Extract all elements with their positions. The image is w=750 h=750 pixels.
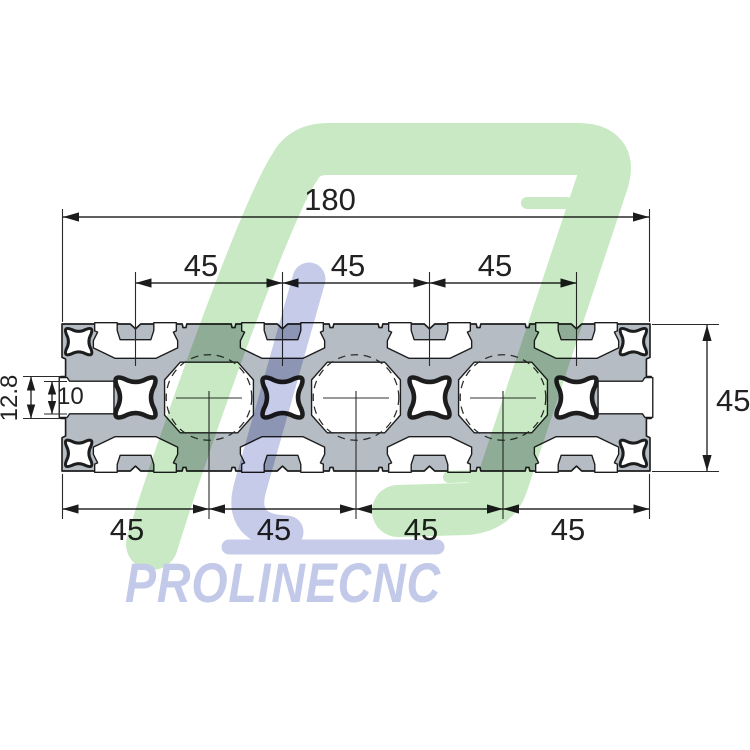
dim-label-10: 10 [57,383,84,410]
logo-blue-stroke [231,262,326,549]
dim-label-top-45-1: 45 [184,248,218,283]
corner-screw-cavity [618,326,649,357]
dim-label-12-8: 12.8 [0,375,23,422]
screw-channel-cavity [115,377,155,417]
dimension-end-slot-opening: 10 [44,380,84,415]
arrowhead-right [633,212,649,222]
end-slot-channel-right [596,375,655,420]
dim-label-top-45-3: 45 [478,248,512,283]
dimension-top-pitch: 45 45 45 [134,248,578,366]
dim-label-height-45: 45 [716,383,750,418]
corner-screw-cavity [63,438,94,469]
dim-label-180: 180 [304,182,356,217]
dimension-end-slot-outer: 12.8 [0,375,61,422]
watermark-logo: PROLINECNC [125,123,631,614]
dimension-height: 45 [652,323,750,473]
dimension-overall-width: 180 [61,182,651,322]
logo-green-ribbon [126,123,631,570]
dim-label-top-45-2: 45 [331,248,365,283]
screw-channel-cavity [409,377,449,417]
arrowhead-left [63,212,79,222]
dim-label-bottom-45-4: 45 [551,512,585,547]
logo-green-inner-stripe [443,197,584,483]
brand-watermark-text: PROLINECNC [125,551,441,614]
corner-screw-cavity [63,326,94,357]
corner-screw-cavity [618,438,649,469]
